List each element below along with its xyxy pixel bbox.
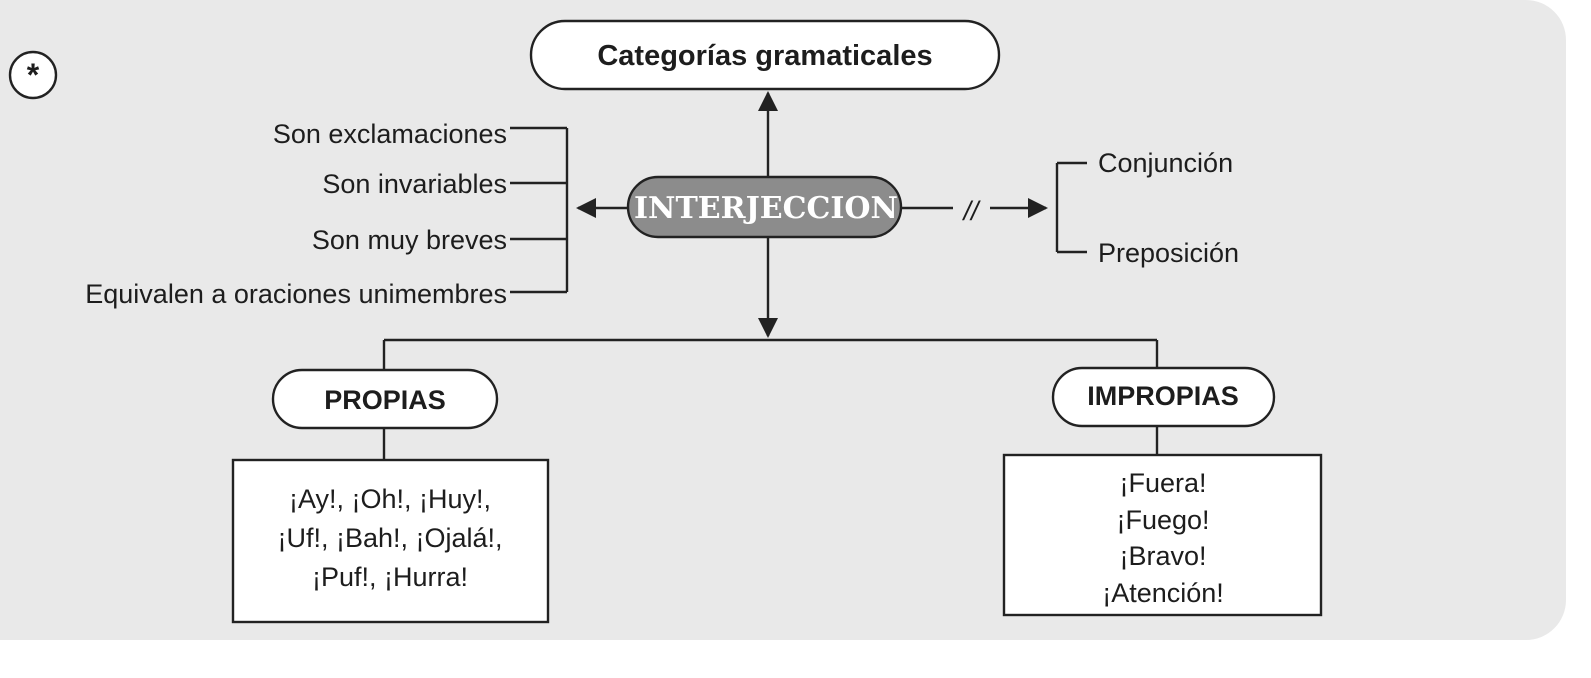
impropias-node: IMPROPIAS xyxy=(1051,366,1276,428)
impropias-example-line: ¡Fuera! xyxy=(1119,468,1206,498)
propias-node: PROPIAS xyxy=(271,368,499,430)
category-node: Categorías gramaticales xyxy=(529,19,1001,91)
category-node-label: Categorías gramaticales xyxy=(597,40,932,72)
propias-example-line: ¡Ay!, ¡Oh!, ¡Huy!, xyxy=(289,484,491,514)
impropias-examples: ¡Fuera! ¡Fuego! ¡Bravo! ¡Atención! xyxy=(1002,453,1323,617)
characteristic-item: Equivalen a oraciones unimembres xyxy=(85,279,507,309)
star-marker-circle xyxy=(8,50,58,100)
propias-example-line: ¡Puf!, ¡Hurra! xyxy=(312,562,468,592)
center-node-label: INTERJECCION xyxy=(634,191,898,226)
not-equal-item: Conjunción xyxy=(1098,148,1233,178)
impropias-example-line: ¡Atención! xyxy=(1102,578,1224,608)
not-equal-item: Preposición xyxy=(1098,238,1239,268)
not-equal-symbol: // xyxy=(961,196,981,226)
propias-example-line: ¡Uf!, ¡Bah!, ¡Ojalá!, xyxy=(277,523,502,553)
impropias-title: IMPROPIAS xyxy=(1087,381,1239,411)
propias-title: PROPIAS xyxy=(324,385,446,415)
propias-examples: ¡Ay!, ¡Oh!, ¡Huy!, ¡Uf!, ¡Bah!, ¡Ojalá!,… xyxy=(231,458,550,624)
star-icon: * xyxy=(27,57,40,93)
characteristic-item: Son exclamaciones xyxy=(273,119,507,149)
category-node-shape xyxy=(529,19,1001,91)
star-marker: * xyxy=(8,50,58,100)
impropias-node-shape xyxy=(1051,366,1276,428)
not-equal-group: // Conjunción Preposición xyxy=(901,148,1239,268)
characteristic-item: Son invariables xyxy=(322,169,507,199)
characteristics-group: Son exclamaciones Son invariables Son mu… xyxy=(85,119,628,309)
impropias-example-line: ¡Fuego! xyxy=(1116,505,1209,535)
impropias-examples-box xyxy=(1002,453,1323,617)
impropias-example-line: ¡Bravo! xyxy=(1119,541,1206,571)
propias-examples-box xyxy=(231,458,550,624)
center-node: INTERJECCION xyxy=(626,175,903,239)
characteristic-item: Son muy breves xyxy=(312,225,507,255)
